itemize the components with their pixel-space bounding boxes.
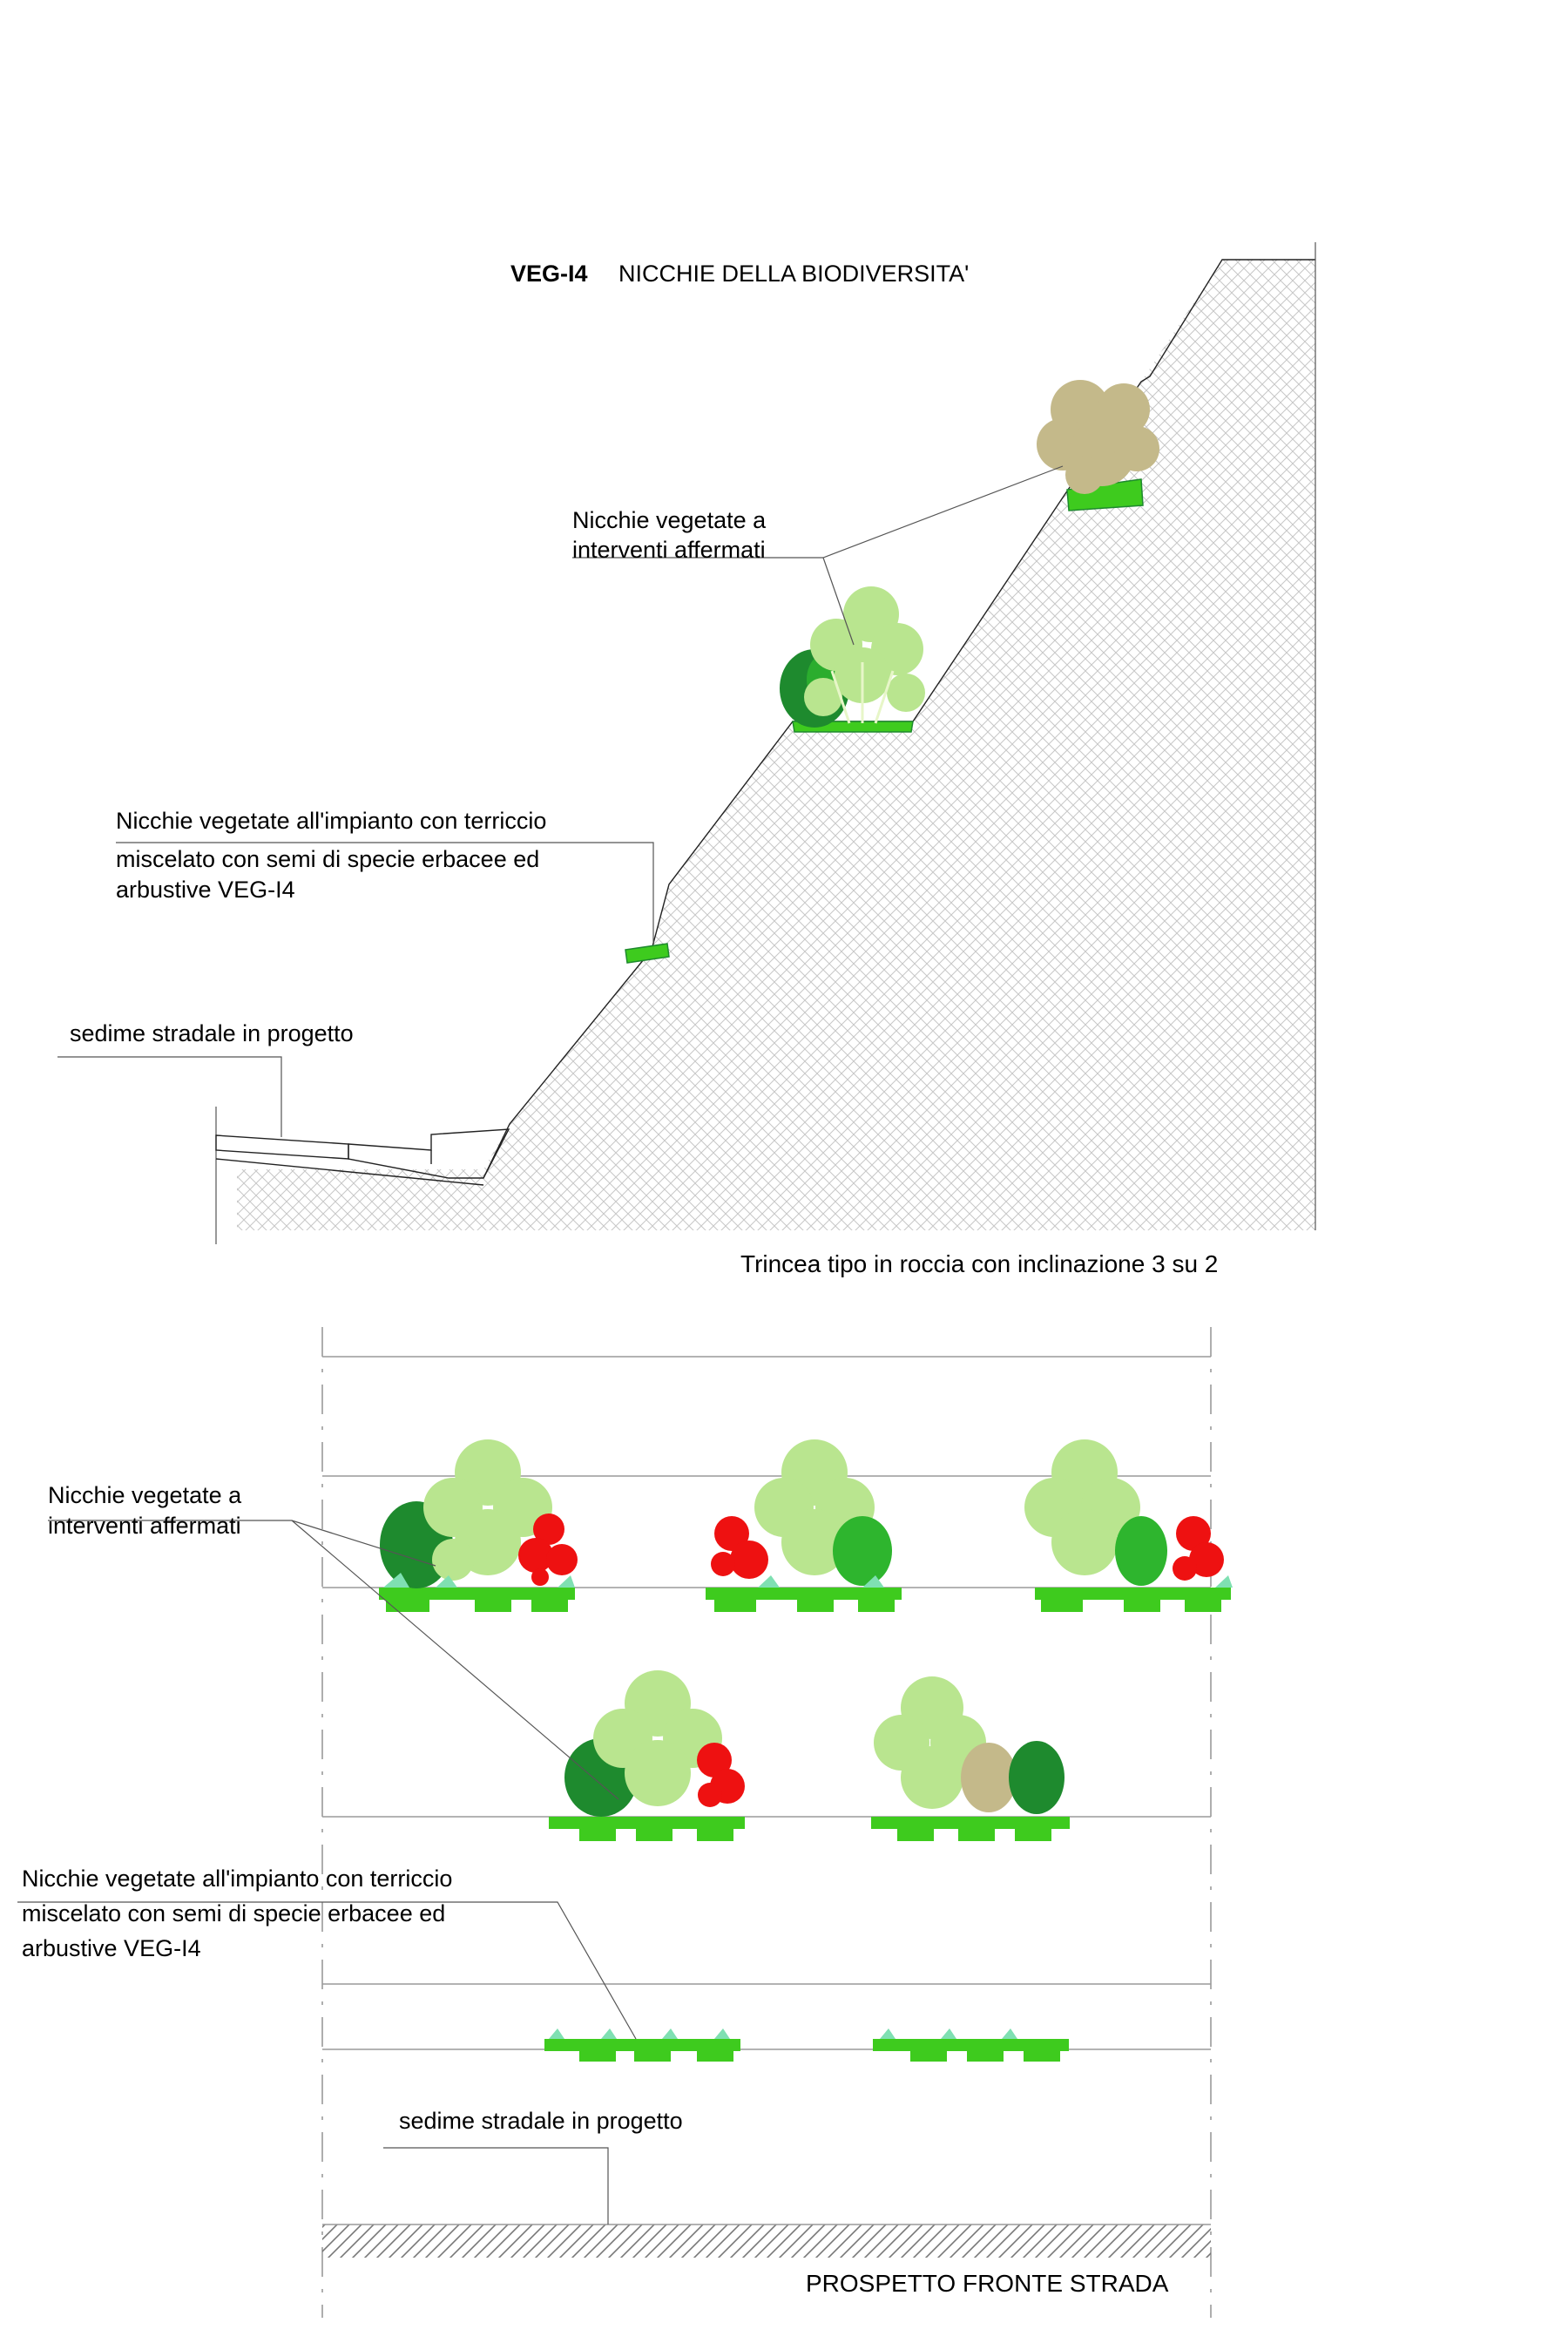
section-label-road: sedime stradale in progetto xyxy=(70,1020,354,1046)
section-label-planting-2: miscelato con semi di specie erbacee ed xyxy=(116,846,539,872)
niche-established-middle xyxy=(780,586,925,733)
elevation-niche-row1-b xyxy=(706,1439,902,1612)
elevation-niche-row2-a xyxy=(549,1670,745,1841)
cross-section: VEG-I4 NICCHIE DELLA BIODIVERSITA' xyxy=(57,242,1316,1277)
elevation-niche-row2-b xyxy=(871,1676,1070,1841)
niche-planting-lower xyxy=(625,943,670,964)
elevation-label-established-1: Nicchie vegetate a xyxy=(48,1482,242,1508)
elevation-label-planting-3: arbustive VEG-I4 xyxy=(22,1935,201,1961)
section-label-planting-3: arbustive VEG-I4 xyxy=(116,877,295,903)
elevation-planting-niche-b xyxy=(873,2028,1069,2062)
section-label-established-1: Nicchie vegetate a xyxy=(572,507,767,533)
road-ground-hatch xyxy=(322,2224,1211,2258)
elevation-leader-road xyxy=(383,2147,609,2224)
light-tree xyxy=(804,586,925,716)
khaki-shrub xyxy=(1037,380,1159,494)
elevation-label-planting-1: Nicchie vegetate all'impianto con terric… xyxy=(22,1866,452,1892)
section-title-code: VEG-I4 xyxy=(510,261,588,287)
section-title-text: NICCHIE DELLA BIODIVERSITA' xyxy=(618,261,969,287)
leader-established xyxy=(572,465,1064,646)
elevation-niche-row1-c xyxy=(1024,1439,1233,1612)
elevation-label-road: sedime stradale in progetto xyxy=(399,2108,683,2134)
section-label-established-2: interventi affermati xyxy=(572,537,766,563)
elevation-leader-established xyxy=(48,1520,619,1800)
leader-planting xyxy=(116,842,654,943)
front-elevation: Nicchie vegetate a interventi affermati … xyxy=(17,1327,1233,2318)
niche-established-upper xyxy=(1037,380,1159,511)
section-label-planting-1: Nicchie vegetate all'impianto con terric… xyxy=(116,808,546,834)
leader-road xyxy=(57,1056,282,1137)
elevation-label-established-2: interventi affermati xyxy=(48,1513,241,1539)
elevation-planting-niche-a xyxy=(544,2028,740,2062)
rock-body xyxy=(237,260,1315,1230)
road-embankment xyxy=(215,1128,510,1186)
section-caption: Trincea tipo in roccia con inclinazione … xyxy=(740,1250,1218,1277)
elevation-caption: PROSPETTO FRONTE STRADA xyxy=(806,2270,1169,2297)
elevation-leader-planting xyxy=(17,1901,637,2040)
elevation-niche-row1-a xyxy=(379,1439,578,1612)
elevation-label-planting-2: miscelato con semi di specie erbacee ed xyxy=(22,1900,445,1927)
